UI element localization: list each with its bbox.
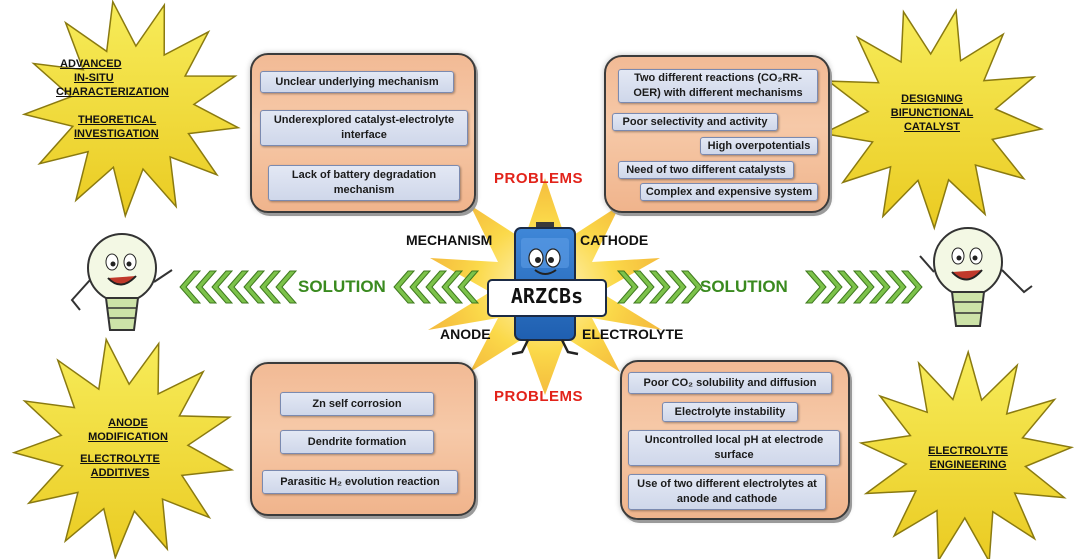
battery-label: ARZCBs: [510, 284, 584, 308]
problem-box: Poor CO₂ solubility and diffusion: [628, 372, 832, 394]
starburst-top-left: [21, 0, 241, 219]
problem-box: Underexplored catalyst-electrolyte inter…: [260, 110, 468, 146]
chevron-right-icon: [680, 270, 703, 304]
label-mechanism: MECHANISM: [406, 232, 493, 248]
chevron-right-icon: [632, 270, 655, 304]
chevron-right-icon: [852, 270, 875, 304]
chevron-right-icon: [900, 270, 923, 304]
problem-box: Zn self corrosion: [280, 392, 434, 416]
problem-box: Two different reactions (CO₂RR-OER) with…: [618, 69, 818, 103]
chevron-left-icon: [275, 270, 298, 304]
chevron-right-icon: [616, 270, 639, 304]
chevron-left-icon: [195, 270, 218, 304]
starburst-bottom-right: [858, 349, 1075, 559]
chevron-left-icon: [409, 270, 432, 304]
problem-box: Parasitic H₂ evolution reaction: [262, 470, 458, 494]
problem-box: Electrolyte instability: [662, 402, 798, 422]
problem-box: Complex and expensive system: [640, 183, 818, 201]
panel-mechanism-problems: Unclear underlying mechanism Underexplor…: [250, 53, 476, 213]
lightbulb-left-icon: [70, 233, 173, 331]
problem-box: Dendrite formation: [280, 430, 434, 454]
problem-box: Poor selectivity and activity: [612, 113, 778, 131]
chevron-left-icon: [425, 270, 448, 304]
lightbulb-right-icon: [919, 227, 1033, 327]
problem-box: Lack of battery degradation mechanism: [268, 165, 460, 201]
problems-label-bottom: PROBLEMS: [494, 388, 584, 405]
solution-label-right: SOLUTION: [700, 277, 788, 296]
chevron-left-icon: [243, 270, 266, 304]
chevron-right-icon: [868, 270, 891, 304]
chevron-right-icon: [664, 270, 687, 304]
battery-label-plate: [487, 279, 607, 317]
starburst-group: [11, 0, 1075, 559]
chevron-right-icon: [804, 270, 827, 304]
chevron-right-icon: [820, 270, 843, 304]
panel-electrolyte-problems: Poor CO₂ solubility and diffusion Electr…: [620, 360, 850, 520]
chevron-left-icon: [441, 270, 464, 304]
problem-box: Use of two different electrolytes at ano…: [628, 474, 826, 510]
problem-box: Unclear underlying mechanism: [260, 71, 454, 93]
problem-box: Uncontrolled local pH at electrode surfa…: [628, 430, 840, 466]
star-bottom-left-text: ANODE MODIFICATION ELECTROLYTE ADDITIVES: [80, 417, 168, 479]
panel-cathode-problems: Two different reactions (CO₂RR-OER) with…: [604, 55, 830, 213]
star-top-right-text: DESIGNING BIFUNCTIONAL CATALYST: [890, 93, 974, 133]
starburst-bottom-left: [11, 336, 235, 559]
chevron-left-icon: [393, 270, 416, 304]
chevron-left-icon: [259, 270, 282, 304]
problem-box: Need of two different catalysts: [618, 161, 794, 179]
solution-label-left: SOLUTION: [298, 277, 386, 296]
chevron-right-icon: [884, 270, 907, 304]
label-cathode: CATHODE: [580, 232, 649, 248]
star-top-left-text: ADVANCED IN-SITU CHARACTERIZATION THEORE…: [56, 58, 169, 140]
starburst-top-right: [820, 8, 1044, 231]
chevron-left-icon: [227, 270, 250, 304]
chevron-left-icon: [211, 270, 234, 304]
label-electrolyte: ELECTROLYTE: [582, 326, 684, 342]
label-anode: ANODE: [440, 326, 491, 342]
chevron-left-icon: [457, 270, 480, 304]
panel-anode-problems: Zn self corrosion Dendrite formation Par…: [250, 362, 476, 516]
chevron-left-icon: [179, 270, 202, 304]
problem-box: High overpotentials: [700, 137, 818, 155]
chevron-right-icon: [648, 270, 671, 304]
solution-arrow-left: [179, 270, 480, 304]
chevron-right-icon: [836, 270, 859, 304]
problems-label-top: PROBLEMS: [494, 170, 584, 187]
star-bottom-right-text: ELECTROLYTE ENGINEERING: [928, 445, 1008, 471]
solution-arrow-right: [616, 270, 923, 304]
